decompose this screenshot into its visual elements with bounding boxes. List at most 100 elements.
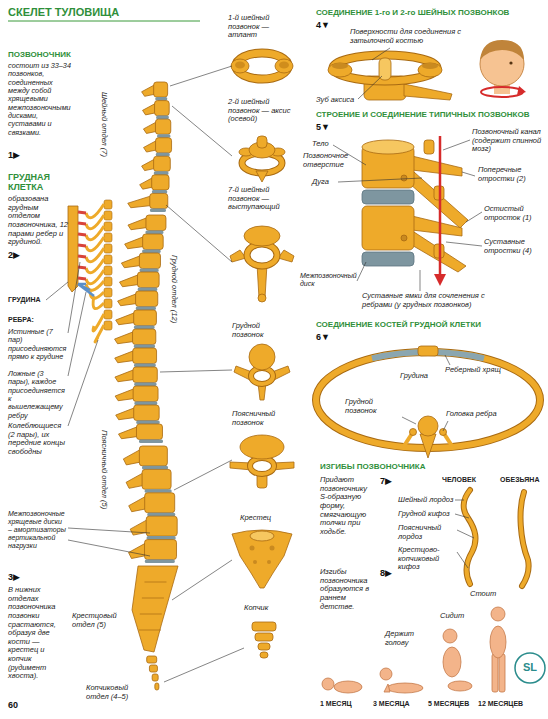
spine-column — [155, 683, 159, 690]
rib-cage — [93, 296, 104, 309]
part-label: Держит голову — [385, 630, 431, 647]
baby-figures — [490, 626, 506, 658]
spine-column — [133, 329, 156, 345]
callout-number: 3▶ — [8, 572, 32, 582]
baby-figures — [322, 607, 506, 693]
baby-figures — [443, 629, 457, 643]
spine-column — [138, 287, 158, 291]
spine-column — [142, 466, 168, 470]
part-label: Придают позвоночнику S-образную форму, с… — [320, 476, 376, 536]
spine-column — [139, 253, 160, 269]
part-label: Поперечные отростки (2) — [478, 166, 544, 183]
rib-cage — [78, 234, 86, 235]
axis-vertebra — [239, 136, 285, 182]
spine-column — [123, 449, 141, 465]
baby-figures — [384, 684, 390, 692]
part-label: Копчиковый отдел (4–5) — [86, 684, 144, 701]
region-label: Поясничный отдел (5) — [99, 430, 108, 509]
part-label: 2-й шейный позвонок — аксис (осевой) — [228, 98, 292, 124]
spine-column — [152, 175, 169, 190]
rib-cage — [86, 215, 104, 229]
spine-curves — [464, 490, 476, 584]
spine-column — [147, 536, 176, 540]
spine-column — [139, 439, 163, 443]
atlas-vertebra — [231, 59, 249, 73]
head-rotation-icon — [480, 40, 524, 60]
spine-column — [134, 401, 157, 405]
spine-column — [146, 215, 166, 231]
spine-column — [140, 614, 162, 615]
atlas-vertebra — [235, 62, 245, 69]
typical-vertebrae — [410, 232, 466, 272]
rib-cage — [95, 325, 104, 342]
caps-label: ЧЕЛОВЕК — [442, 476, 490, 484]
rib-cage — [68, 200, 112, 342]
spine-column — [132, 566, 178, 652]
part-label: Истинные (7 пар) присоединяются прямо к … — [8, 328, 66, 361]
coccyx-bone — [252, 622, 276, 658]
rib-cage — [104, 266, 112, 275]
baby-figures — [380, 668, 392, 680]
rib-cage — [78, 223, 86, 224]
axis-vertebra — [257, 136, 267, 148]
rib-cage — [68, 206, 78, 292]
spine-column — [145, 230, 163, 234]
atlas-axis-joint — [404, 84, 452, 100]
spine-curves — [521, 492, 529, 586]
spine-column — [155, 119, 170, 134]
leader-lines — [457, 530, 474, 538]
thoracic-vertebra — [249, 344, 275, 370]
spine-column — [134, 405, 159, 421]
rib-cage — [104, 222, 112, 231]
spine-column — [155, 97, 167, 101]
atlas-vertebra — [236, 53, 288, 79]
typical-vertebrae — [362, 140, 414, 154]
atlas-axis-joint — [422, 63, 438, 69]
c7-vertebra — [244, 226, 280, 246]
baby-figures — [492, 654, 498, 692]
rib-ring — [420, 434, 436, 458]
typical-vertebrae — [362, 252, 414, 266]
baby-figures — [322, 678, 334, 690]
part-label: Грудной позвонок — [232, 322, 292, 339]
part-label: образована грудным отделом позвоночника,… — [8, 195, 68, 247]
spine-column — [129, 496, 147, 512]
rib-cage — [104, 299, 112, 308]
spine-column — [115, 369, 135, 381]
rib-ring — [440, 429, 447, 436]
spinal-cord-arrow — [434, 136, 446, 286]
spine-column — [142, 249, 161, 253]
part-label: Стоит — [470, 590, 500, 599]
part-label: Головка ребра — [446, 410, 506, 419]
leader-lines — [164, 648, 244, 682]
part-label: Дуга — [312, 178, 340, 187]
page-title: СКЕЛЕТ ТУЛОВИЩА — [8, 6, 119, 19]
spine-column — [147, 513, 175, 517]
typical-vertebrae — [401, 235, 407, 241]
atlas-axis-joint — [379, 58, 391, 80]
spine-column — [142, 598, 164, 599]
leader-lines — [455, 500, 464, 501]
part-label: Поясничный лордоз — [398, 524, 454, 541]
sacrum-bone — [253, 560, 257, 564]
lumbar-vertebra — [230, 435, 294, 488]
spine-column — [129, 543, 147, 559]
atlas-vertebra — [231, 53, 293, 79]
coccyx-bone — [252, 622, 276, 631]
spine-column — [150, 193, 168, 208]
rib-cage — [104, 288, 112, 297]
section-heading: СОЕДИНЕНИЕ 1-го И 2-го ШЕЙНЫХ ПОЗВОНКОВ — [316, 8, 544, 17]
typical-vertebrae — [424, 140, 434, 154]
part-label: Поясничный позвонок — [232, 410, 292, 427]
part-label: состоит из 33–34 позвонков, соединенных … — [8, 62, 72, 137]
rib-cage — [78, 245, 86, 246]
spinal-cord-arrow — [434, 274, 446, 286]
rib-ring — [418, 416, 438, 436]
leader-lines — [445, 355, 450, 365]
callout-number: 1▶ — [8, 150, 32, 160]
spine-column — [134, 310, 157, 326]
caps-label: 5 МЕСЯЦЕВ — [428, 700, 480, 708]
head-rotation-icon — [481, 87, 523, 97]
part-label: Крестцовый отдел (5) — [72, 612, 120, 629]
leader-lines — [68, 262, 80, 333]
